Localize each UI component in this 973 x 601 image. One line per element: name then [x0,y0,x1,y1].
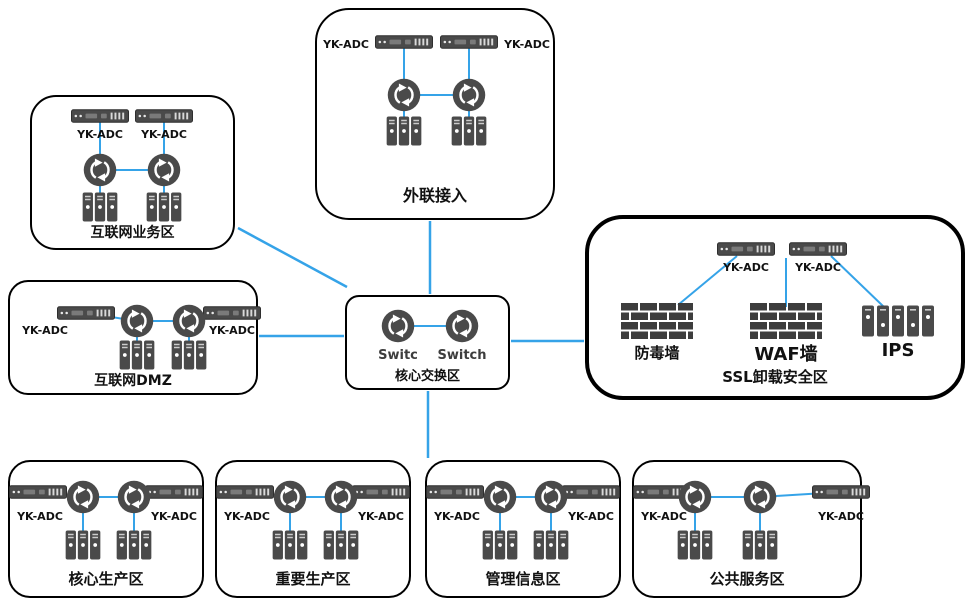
zone-internet-business-label: 互联网业务区 [90,225,175,241]
zone-internet-business: 互联网业务区 [30,95,235,250]
zone-public-service: 公共服务区 [632,460,862,598]
zone-core-production: 核心生产区 [8,460,204,598]
zone-ssl-offload: SSL卸载安全区 [585,215,965,400]
zone-internet-dmz: 互联网DMZ [8,280,258,395]
zone-management-info: 管理信息区 [425,460,621,598]
zone-important-production: 重要生产区 [215,460,411,598]
zone-core-switch: 核心交换区 [345,295,510,390]
zone-internet-dmz-label: 互联网DMZ [94,373,172,389]
backbone-line [237,226,348,289]
zone-external-access-label: 外联接入 [402,186,467,205]
zone-external-access: 外联接入 [315,8,555,220]
zone-public-service-label: 公共服务区 [709,570,785,588]
zone-management-info-label: 管理信息区 [485,570,561,588]
zone-core-switch-label: 核心交换区 [394,369,460,384]
zone-core-production-label: 核心生产区 [68,570,144,588]
zone-ssl-offload-label: SSL卸载安全区 [722,368,828,386]
zone-important-production-label: 重要生产区 [275,570,351,588]
